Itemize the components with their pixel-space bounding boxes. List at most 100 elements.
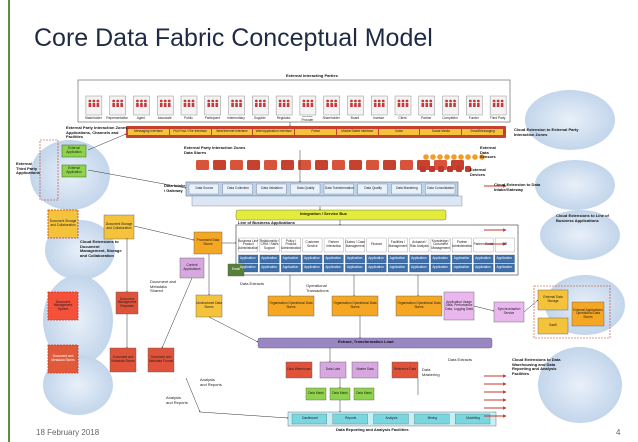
diagram-channel_labels-5: Mobile/Tablet Interface <box>336 129 378 135</box>
sensor-icon-3 <box>444 154 450 160</box>
interaction-zones-label: External Party Interaction Zones Data St… <box>184 145 246 155</box>
diagram-party_labels-5: Participant <box>204 116 220 121</box>
zone-store-0 <box>196 160 209 170</box>
data-mart-1-label: Data Marts <box>308 391 324 396</box>
external-app-2-label: External Application <box>66 166 82 174</box>
lob-app-cell <box>238 254 259 264</box>
party-person-head <box>167 99 171 103</box>
lob-app-label: Application <box>325 265 342 270</box>
diagram-party_labels-9: Service Provider <box>301 116 314 122</box>
external-application-box-1 <box>61 144 87 158</box>
data-intake-label: Data Intake / Gateway <box>164 183 186 193</box>
intake-box-5 <box>357 183 388 195</box>
zone-store-9 <box>349 160 362 170</box>
party-person-head <box>239 99 242 103</box>
processed-data-label: Processed Data Stores <box>196 238 220 246</box>
diagram-intake_boxes-5: Data Quality <box>364 186 382 191</box>
party-person-head <box>381 99 385 103</box>
external-devices <box>420 154 485 172</box>
lob-app-cell <box>281 254 301 264</box>
party-person-body <box>445 103 448 107</box>
diagram-party_labels-11: Board <box>350 116 360 121</box>
party-person-head <box>215 99 219 103</box>
party-person-head <box>191 99 195 103</box>
ops-store-3-label: Organisation Operational Data Stores <box>397 301 441 309</box>
doc-shared-label: Document and Metadata Shared <box>150 279 177 294</box>
zone-store-6 <box>298 160 311 170</box>
analysis-reports-2-label: Analysis and Reports <box>166 395 188 405</box>
party-person-head <box>377 99 381 103</box>
diagram-intake_boxes-0: Data Source <box>195 186 214 191</box>
lob-app-cell <box>345 263 365 273</box>
party-person-body <box>191 103 195 107</box>
sensor-icon-8 <box>479 154 485 160</box>
lob-app-cell <box>259 263 280 273</box>
diagram-party_labels-0: Stakeholder <box>84 116 102 121</box>
diagram-party_labels-12: Investor <box>373 116 385 121</box>
zone-store-2 <box>230 160 243 170</box>
zone-store-7 <box>315 160 328 170</box>
lob-app-cell <box>281 263 301 273</box>
party-person-head <box>453 99 456 103</box>
diagram-lob_headers-8: Actuarial / Risk Analysis <box>409 240 429 248</box>
sensor-icon-2 <box>437 154 443 160</box>
party-person-head <box>211 99 215 103</box>
party-person-head <box>354 99 357 103</box>
report-box-2 <box>373 413 409 425</box>
doc-storage-label: Document Storage and Collaboration <box>105 222 133 230</box>
diagram-reporting_boxes-1: Reports <box>345 416 357 421</box>
reference-data-box <box>391 361 419 379</box>
etl-bar <box>257 337 493 349</box>
ops-store-2-label: Organisation Operational Data Stores <box>333 301 377 309</box>
party-person-head <box>262 99 266 103</box>
party-person-body <box>120 103 123 107</box>
report-box-4 <box>455 413 491 425</box>
party-person-body <box>330 103 333 107</box>
data-warehouse-box <box>285 361 313 379</box>
party-person-body <box>159 103 163 107</box>
party-person-body <box>449 103 452 107</box>
party-person-body <box>373 103 377 107</box>
party-person-body <box>187 103 191 107</box>
lob-app-label: Application <box>261 256 277 261</box>
party-person-body <box>167 103 171 107</box>
party-person-head <box>500 99 504 103</box>
lob-app-label: Application <box>239 256 256 261</box>
lob-app-label: Application <box>325 256 342 261</box>
party-person-head <box>187 99 191 103</box>
external-apps-cloud-box <box>571 301 605 327</box>
lob-app-label: Application <box>389 265 406 270</box>
party-person-head <box>405 99 409 103</box>
diagram-party_labels-8: Regulator <box>276 116 291 121</box>
diagram-party_labels-14: Partner <box>421 116 432 121</box>
diagram-intake_boxes-4: Data Transformation <box>324 186 354 191</box>
party-person-head <box>183 99 187 103</box>
lob-app-label: Application <box>346 256 363 261</box>
party-person-head <box>140 99 143 103</box>
lob-app-cell <box>345 254 365 264</box>
lob-app-cell <box>323 254 344 264</box>
intake-box-3 <box>290 183 321 195</box>
doc-mgmt-req-label: Document Management Requests <box>117 296 137 308</box>
data-extracts-label: Data Extracts <box>240 281 265 286</box>
party-person-body <box>215 103 219 107</box>
party-person-body <box>334 103 337 107</box>
external-storage-label: External Data Storage <box>543 295 563 303</box>
party-person-head <box>472 99 476 103</box>
lob-app-label: Application <box>453 256 470 261</box>
lob-app-label: Application <box>389 256 406 261</box>
lob-app-cell <box>473 263 494 273</box>
sensor-icon-4 <box>451 154 457 160</box>
etl-label: Extract, Transformation Load <box>338 339 394 344</box>
data-warehouse-label: Data Warehouse <box>287 367 311 372</box>
lob-app-cell <box>409 263 430 273</box>
diagram-channel_labels-1: Pull Post / File Interface <box>169 129 211 135</box>
party-person-head <box>120 99 124 103</box>
cloud-intake-label: Cloud Extension to Data Intake/Gateway <box>494 182 541 192</box>
party-person-head <box>358 99 361 103</box>
diagram-party_labels-3: Associate <box>157 116 172 121</box>
party-person-body <box>405 103 409 107</box>
external-app-1-label: External Application <box>66 146 82 154</box>
data-extracts-2-label: Data Extracts <box>448 357 473 362</box>
